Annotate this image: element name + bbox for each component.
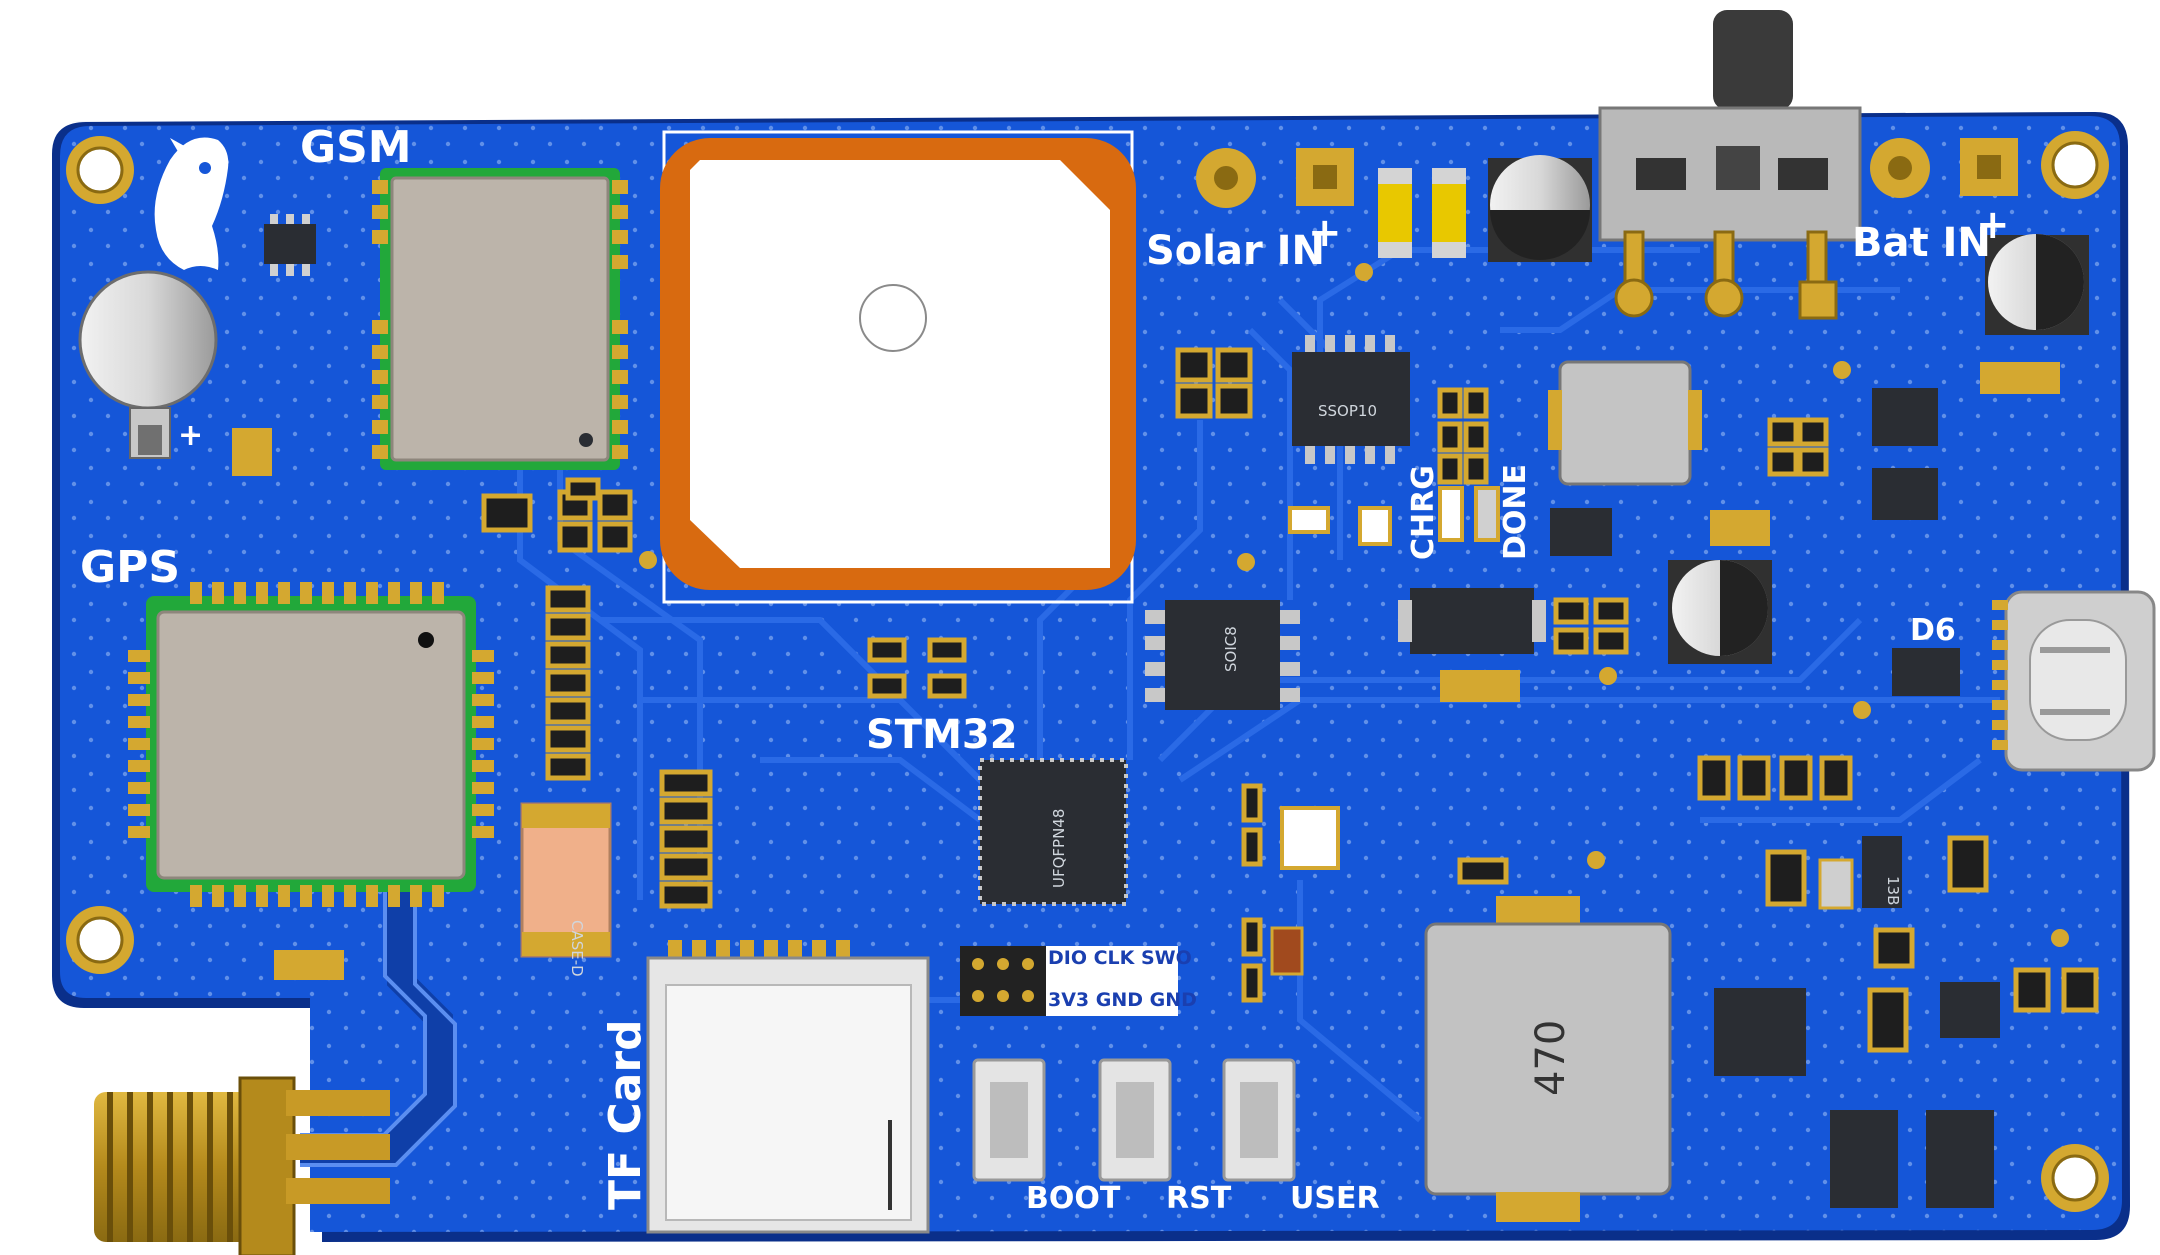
gps-module [128, 582, 494, 907]
swd-header[interactable] [960, 946, 1178, 1016]
ssop10-marking: SSOP10 [1318, 402, 1377, 420]
sma-antenna-connector[interactable] [94, 1076, 390, 1255]
d6-label: D6 [1910, 613, 1956, 648]
solar-in-label: Solar IN [1146, 228, 1325, 274]
smd-passives [232, 347, 2099, 1053]
yellow-capacitors [1378, 168, 1466, 258]
swd-top-row-label: DIO CLK SWO [1048, 947, 1192, 969]
power-slide-switch[interactable] [1598, 10, 1862, 320]
bird-logo-icon [154, 137, 229, 270]
gsm-label: GSM [300, 122, 412, 173]
bat-in-connector [1870, 138, 2018, 198]
bat-in-plus-label: + [1976, 202, 2010, 248]
tf-card-socket[interactable] [646, 940, 930, 1234]
ssop10-ic [1292, 335, 1410, 464]
soic8-marking: SOIC8 [1222, 626, 1240, 672]
boot-label: BOOT [1026, 1181, 1121, 1216]
usb-c-connector[interactable] [1992, 590, 2156, 772]
tf-card-label: TF Card [600, 1019, 651, 1210]
solar-in-plus-label: + [1308, 210, 1342, 256]
user-label: USER [1290, 1181, 1380, 1216]
electrolytic-capacitor-2 [1985, 234, 2089, 335]
bat-in-label: Bat IN [1852, 220, 1991, 266]
electrolytic-capacitor-1 [1488, 155, 1592, 262]
power-inductor-470 [1424, 896, 1672, 1222]
gsm-module [372, 168, 628, 470]
chrg-done-leds [1438, 486, 1500, 542]
rst-button[interactable] [1098, 1058, 1172, 1182]
power-inductor-small [1548, 360, 1702, 486]
coin-cell-battery [78, 270, 218, 459]
test-points [639, 263, 2069, 947]
mcu-marking: UFQFPN48 [1050, 809, 1068, 888]
smd-diode [1398, 588, 1546, 654]
done-label: DONE [1498, 464, 1533, 560]
gps-label: GPS [80, 542, 180, 593]
gps-patch-antenna [660, 130, 1136, 604]
electrolytic-capacitor-3 [1668, 560, 1772, 664]
battery-plus-label: + [178, 418, 203, 453]
boot-button[interactable] [972, 1058, 1046, 1182]
case-d-marking: CASE-D [568, 920, 586, 977]
diode-13b-marking: 13B [1884, 876, 1902, 905]
swd-bottom-row-label: 3V3 GND GND [1048, 989, 1197, 1011]
user-button[interactable] [1222, 1058, 1296, 1182]
solar-in-connector [1196, 148, 1354, 208]
stm32-label: STM32 [866, 712, 1018, 758]
mounting-holes [66, 131, 2109, 1212]
inductor-value-marking: 470 [1528, 1020, 1574, 1096]
chrg-label: CHRG [1406, 465, 1441, 560]
tantalum-capacitor [520, 802, 612, 958]
sot-ic-top-left [264, 214, 316, 276]
small-ics-right [1550, 388, 2000, 1208]
rst-label: RST [1166, 1181, 1232, 1216]
stm32-mcu [978, 758, 1128, 906]
soic8-ic [1145, 600, 1300, 710]
